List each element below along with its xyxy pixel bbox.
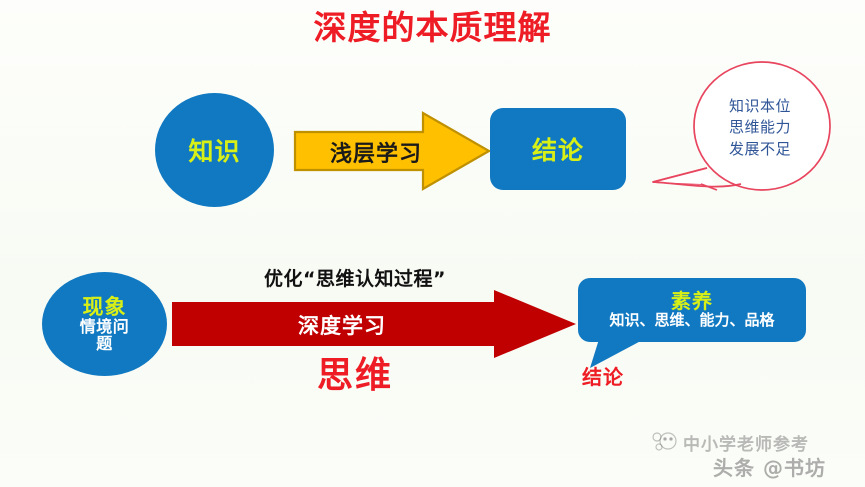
bottom-end-node-main-label: 素养 xyxy=(671,289,713,314)
bottom-start-node-sub-label: 情境问 题 xyxy=(70,318,140,353)
top-start-node-label: 知识 xyxy=(188,137,241,166)
page-title: 深度的本质理解 xyxy=(313,8,552,47)
optimize-cognition-label: 优化“思维认知过程” xyxy=(264,268,446,290)
top-start-node-knowledge: 知识 xyxy=(155,93,274,207)
bottom-end-node-sub-label: 知识、思维、能力、品格 xyxy=(609,311,775,330)
shallow-learning-arrow: 浅层学习 xyxy=(293,110,492,192)
speech-bubble-text: 知识本位 思维能力 发展不足 xyxy=(705,96,815,160)
speech-bubble-line-2: 思维能力 xyxy=(728,118,791,137)
top-end-node-label: 结论 xyxy=(531,136,584,165)
callout-tail-icon xyxy=(590,336,650,368)
deep-learning-arrow-label: 深度学习 xyxy=(298,314,386,338)
thinking-label: 思维 xyxy=(316,355,393,396)
shallow-learning-arrow-label: 浅层学习 xyxy=(329,142,422,167)
bottom-start-node-main-label: 现象 xyxy=(82,294,127,319)
shallow-learning-arrow-icon xyxy=(293,111,492,191)
deep-learning-arrow-icon xyxy=(172,290,576,358)
speech-bubble-callout: 知识本位 思维能力 发展不足 xyxy=(645,58,845,208)
speech-bubble-line-1: 知识本位 xyxy=(728,97,791,115)
bottom-start-node-phenomenon: 现象 情境问 题 xyxy=(42,272,167,376)
top-end-node-conclusion: 结论 xyxy=(490,108,626,190)
deep-learning-arrow: 深度学习 xyxy=(172,290,577,358)
bottom-start-node-sub-line-2: 题 xyxy=(96,334,113,354)
bottom-end-node-caption: 结论 xyxy=(582,365,624,389)
speech-bubble-line-3: 发展不足 xyxy=(728,139,791,158)
watermark-text-secondary: 头条 @书坊 xyxy=(713,456,826,480)
speech-bubble-icon xyxy=(652,61,831,191)
bottom-start-node-sub-line-1: 情境问 xyxy=(79,316,130,336)
watermark-logo-icon xyxy=(652,432,677,451)
bottom-end-node-literacy: 素养 知识、思维、能力、品格 xyxy=(572,278,812,370)
watermark-text-primary: 中小学老师参考 xyxy=(683,435,809,455)
bottom-end-node-box: 素养 知识、思维、能力、品格 xyxy=(578,278,806,342)
